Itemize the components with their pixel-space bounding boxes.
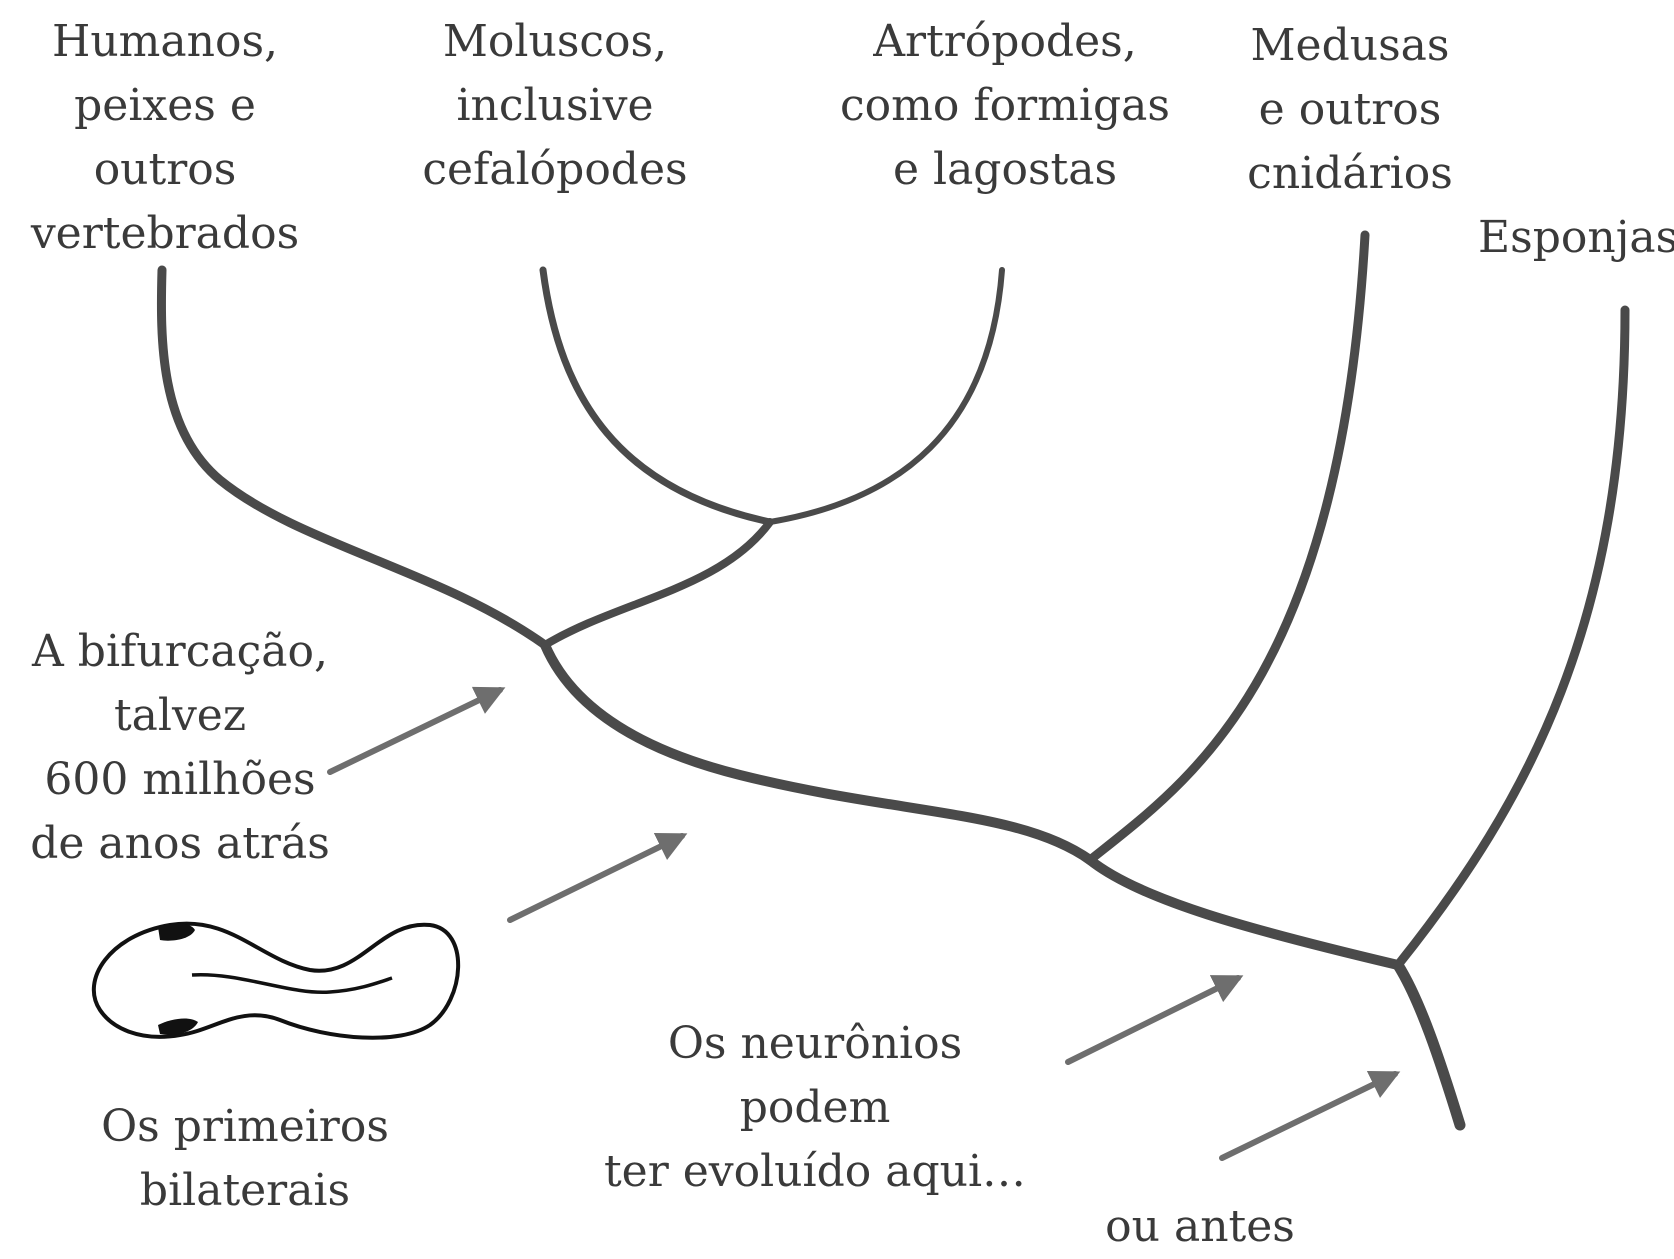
branch-protostomes (545, 522, 770, 645)
label-cnidarians: Medusas e outros cnidários (1230, 14, 1470, 206)
label-vertebrates: Humanos, peixes e outros vertebrados (0, 10, 330, 266)
label-sponges: Esponjas (1478, 206, 1674, 270)
branch-root (1398, 965, 1460, 1125)
branch-arthropods (770, 270, 1002, 522)
branch-molluscs (543, 270, 770, 522)
arrow-bifurcation (330, 690, 500, 772)
flatworm-icon (94, 924, 458, 1038)
annotation-bifurcation: A bifurcação, talvez 600 milhões de anos… (30, 620, 330, 876)
branch-vertebrates (161, 270, 545, 645)
branch-bilaterals (545, 645, 1090, 860)
annotation-or-before: ou antes (1090, 1195, 1310, 1259)
arrow-neurons (1068, 978, 1238, 1062)
arrow-or-before (1222, 1074, 1395, 1158)
branch-cnidarians (1090, 235, 1365, 860)
annotation-first-bilaterals: Os primeiros bilaterais (80, 1095, 410, 1223)
label-molluscs: Moluscos, inclusive cefalópodes (405, 10, 705, 202)
label-arthropods: Artrópodes, como formigas e lagostas (840, 10, 1170, 202)
branch-sponges (1398, 310, 1625, 965)
arrow-bilaterals (510, 836, 682, 920)
annotation-neurons: Os neurônios podem ter evoluído aqui… (590, 1012, 1040, 1204)
branch-eumetazoa (1090, 860, 1398, 965)
